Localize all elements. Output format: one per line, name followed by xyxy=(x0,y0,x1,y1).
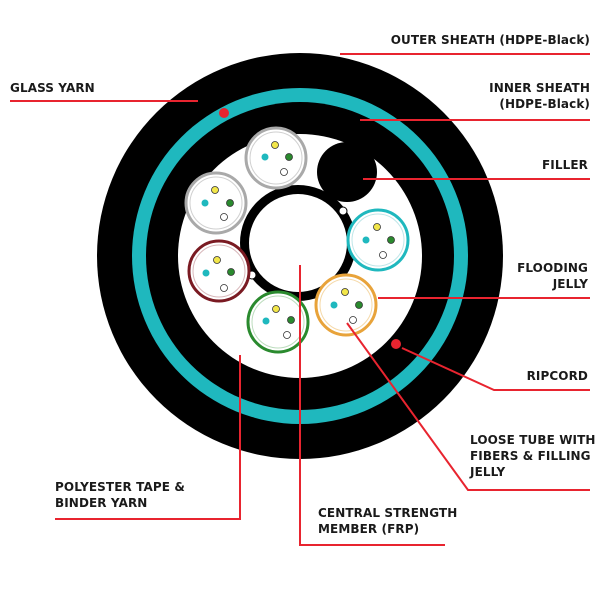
label-central-member: CENTRAL STRENGTH MEMBER (FRP) xyxy=(318,506,458,536)
leader-central-member xyxy=(299,265,445,546)
label-glass-yarn: GLASS YARN xyxy=(10,81,95,95)
loose-tube-gray-left xyxy=(184,171,248,235)
filler-circle xyxy=(317,142,377,202)
label-filler: FILLER xyxy=(542,158,588,172)
label-loose-tube: LOOSE TUBE WITH FIBERS & FILLING JELLY xyxy=(470,433,596,479)
central-member-core xyxy=(249,194,347,292)
leader-ripcord xyxy=(401,347,590,391)
loose-tube-gray-top xyxy=(244,126,308,190)
loose-tube-green xyxy=(246,290,310,354)
label-inner-sheath: INNER SHEATH (HDPE-Black) xyxy=(489,81,590,111)
label-flooding-jelly: FLOODING JELLY xyxy=(517,261,588,291)
glass-yarn-dot xyxy=(219,108,229,118)
leader-loose-tube xyxy=(346,322,590,491)
loose-tube-teal xyxy=(346,208,410,272)
loose-tube-maroon xyxy=(187,239,251,303)
loose-tube-orange xyxy=(314,273,378,337)
label-ripcord: RIPCORD xyxy=(526,369,588,383)
leader-lines xyxy=(10,53,590,546)
label-outer-sheath: OUTER SHEATH (HDPE-Black) xyxy=(390,33,590,47)
label-polyester-tape: POLYESTER TAPE & BINDER YARN xyxy=(55,480,185,510)
flooding-jelly-dot xyxy=(338,206,348,216)
leader-polyester-tape xyxy=(55,355,241,520)
ripcord-dot xyxy=(391,339,401,349)
